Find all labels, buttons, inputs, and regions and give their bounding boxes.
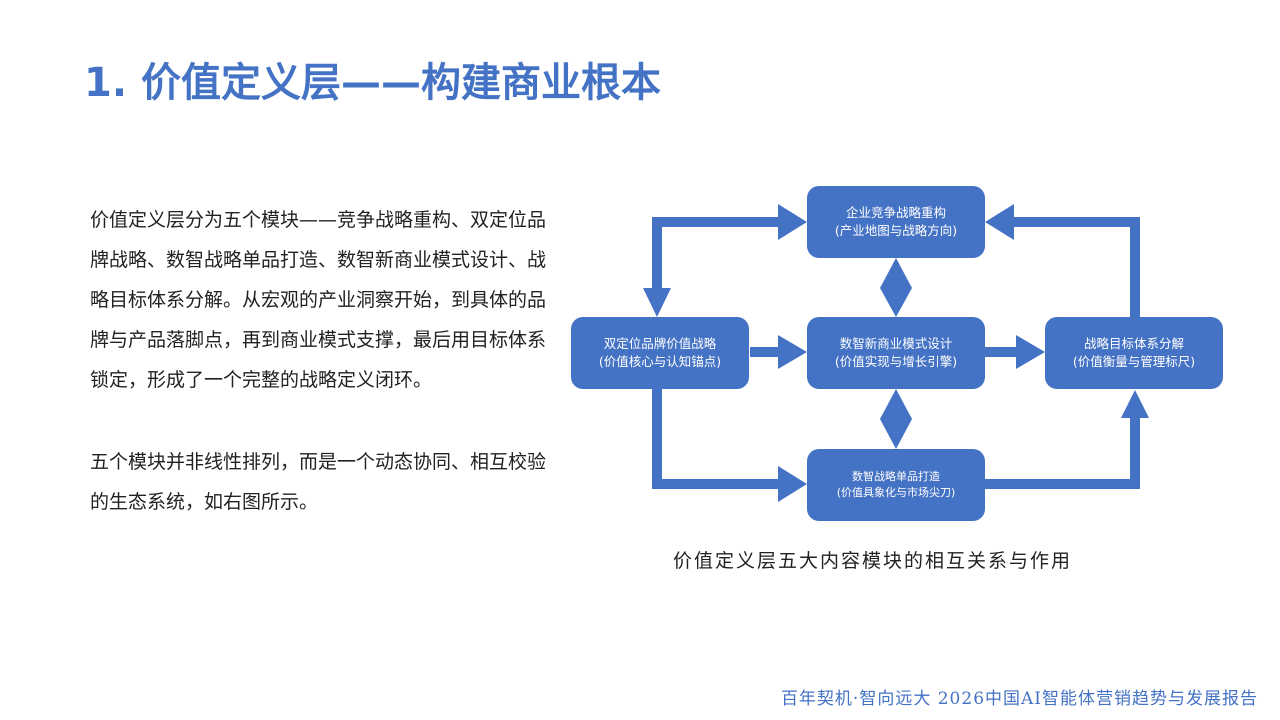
- module-single-product: 数智战略单品打造 (价值具象化与市场尖刀): [807, 449, 985, 521]
- arrowhead: [1016, 335, 1045, 369]
- arrowhead: [778, 335, 807, 369]
- box-title: 双定位品牌价值战略: [603, 336, 717, 351]
- body-paragraph: 五个模块并非线性排列，而是一个动态协同、相互校验的生态系统，如右图所示。: [90, 451, 547, 513]
- box-title: 企业竞争战略重构: [845, 205, 946, 220]
- connector-line: [652, 479, 778, 489]
- box-subtitle: (价值实现与增长引擎): [834, 354, 958, 369]
- arrowhead: [778, 466, 807, 502]
- module-brand-strategy: 双定位品牌价值战略 (价值核心与认知锚点): [571, 317, 749, 389]
- connector-line: [985, 479, 1140, 489]
- module-business-model: 数智新商业模式设计 (价值实现与增长引擎): [807, 317, 985, 389]
- box-title: 战略目标体系分解: [1083, 336, 1184, 351]
- arrowhead: [778, 204, 807, 240]
- box-subtitle: (产业地图与战略方向): [834, 223, 958, 238]
- diagram-caption: 价值定义层五大内容模块的相互关系与作用: [673, 550, 1073, 572]
- connector-line: [652, 217, 778, 227]
- connector-line: [985, 347, 1017, 357]
- box-subtitle: (价值核心与认知锚点): [598, 354, 722, 369]
- connector-line: [1013, 217, 1140, 227]
- box-subtitle: (价值具象化与市场尖刀): [836, 486, 956, 499]
- footer-text: 百年契机·智向远大 2026中国AI智能体营销趋势与发展报告: [780, 689, 1258, 709]
- connector-line: [1130, 217, 1140, 317]
- connector-line: [652, 389, 662, 489]
- page-title: 1. 价值定义层——构建商业根本: [84, 60, 661, 106]
- arrowhead: [1121, 390, 1149, 418]
- connector-line: [1130, 418, 1140, 489]
- connector-line: [652, 217, 662, 292]
- arrowhead: [985, 204, 1014, 240]
- body-paragraph: 价值定义层分为五个模块——竞争战略重构、双定位品牌战略、数智战略单品打造、数智新…: [90, 209, 547, 391]
- arrowhead: [643, 288, 671, 317]
- double-arrow: [880, 258, 912, 317]
- module-competitive-strategy: 企业竞争战略重构 (产业地图与战略方向): [807, 186, 985, 258]
- box-title: 数智战略单品打造: [852, 470, 940, 483]
- box-subtitle: (价值衡量与管理标尺): [1072, 354, 1196, 369]
- connector-line: [750, 347, 780, 357]
- box-title: 数智新商业模式设计: [839, 336, 953, 351]
- double-arrow: [880, 389, 912, 449]
- module-target-system: 战略目标体系分解 (价值衡量与管理标尺): [1045, 317, 1223, 389]
